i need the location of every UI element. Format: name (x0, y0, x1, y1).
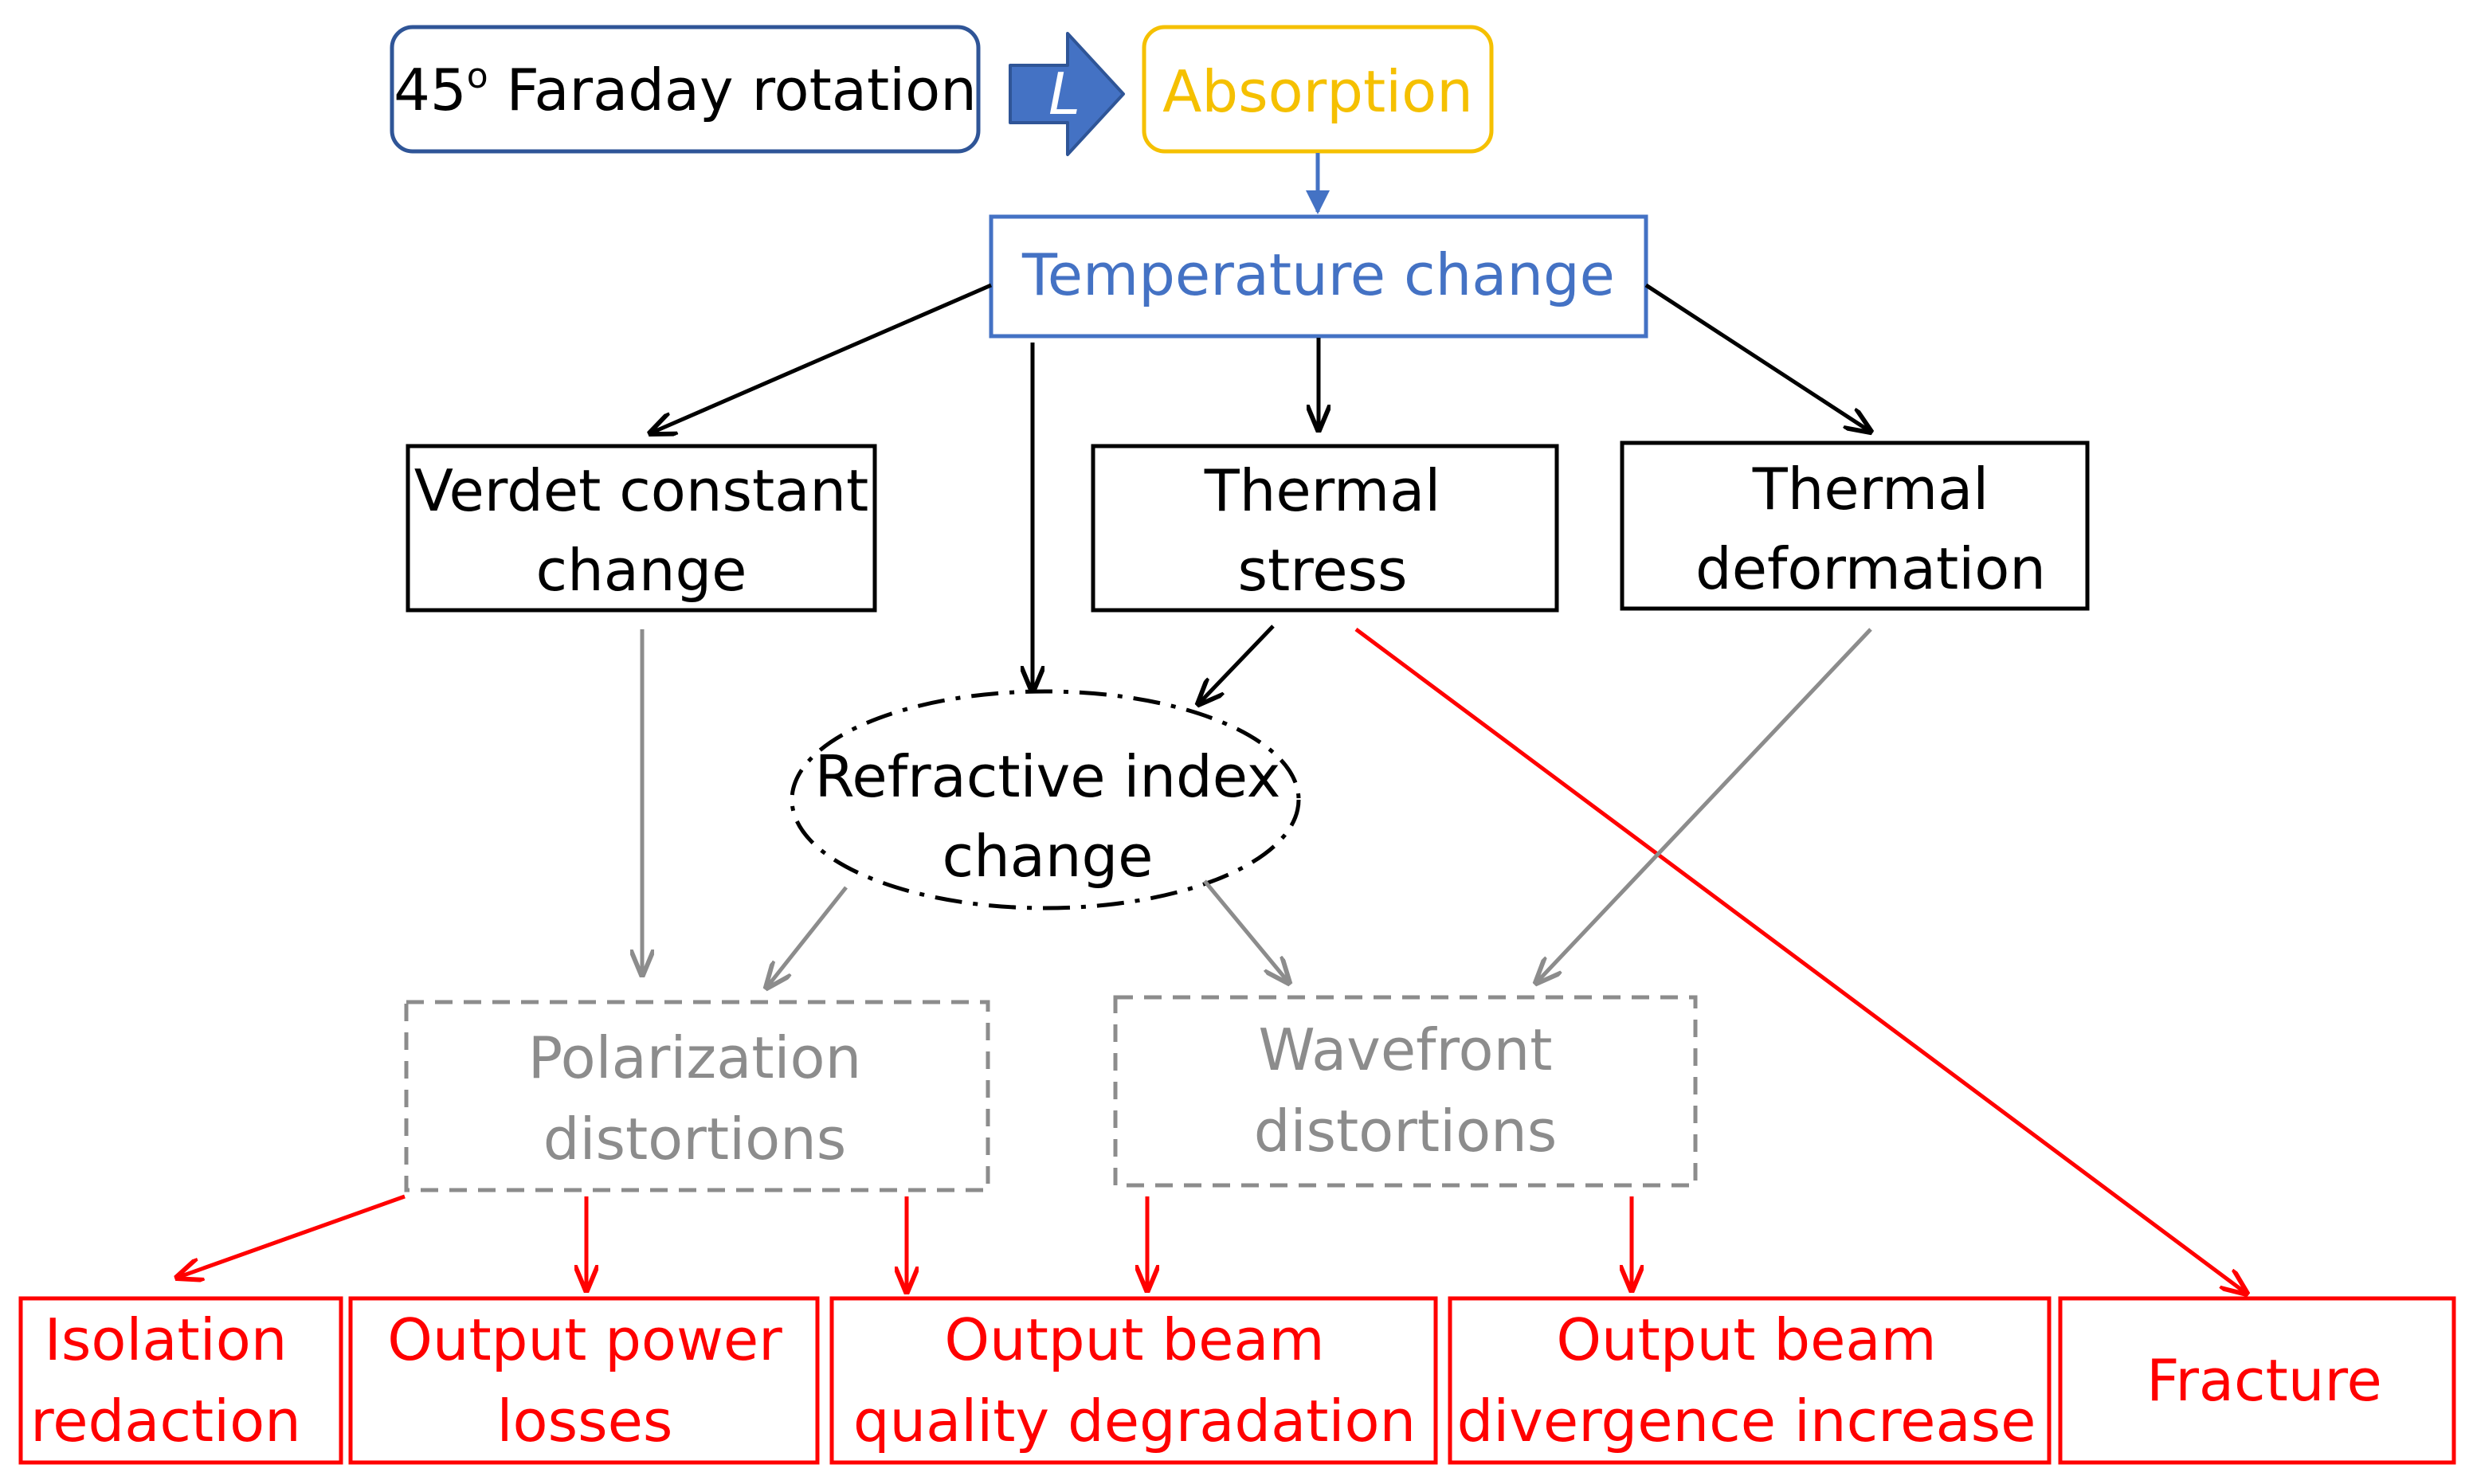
output-power-losses-line1: Output power (387, 1306, 782, 1373)
wavefront-distortions-line2: distortions (1254, 1098, 1558, 1165)
output-beam-divergence-line2: divergence increase (1457, 1388, 2036, 1455)
thermal-stress-line2: stress (1237, 537, 1407, 604)
thermal-deformation-node: Thermal deformation (1620, 441, 2090, 611)
wavefront-distortions-node: Wavefront distortions (1113, 995, 1698, 1188)
polarization-distortions-line1: Polarization (528, 1024, 861, 1091)
output-beam-divergence-node: Output beam divergence increase (1448, 1296, 2052, 1465)
arrow-polarization-to-isolation (177, 1194, 406, 1278)
faraday-rotation-label: 45o Faraday rotation (394, 56, 977, 123)
verdet-constant-line2: change (536, 537, 747, 604)
arrow-temperature-to-verdet (650, 283, 992, 433)
isolation-reduction-node: Isolation redaction (18, 1296, 343, 1465)
output-power-losses-node: Output power losses (348, 1296, 820, 1465)
arrow-refractive-to-polarization (766, 886, 848, 988)
wavefront-distortions-line1: Wavefront (1259, 1016, 1553, 1083)
verdet-constant-node: Verdet constant change (406, 444, 877, 613)
arrow-refractive-to-wavefront (1203, 879, 1289, 983)
temperature-change-node: Temperature change (989, 214, 1648, 339)
output-power-losses-line2: losses (497, 1388, 673, 1455)
l-connector-label: L (1048, 61, 1080, 127)
temperature-change-label: Temperature change (1021, 241, 1615, 308)
refractive-index-node: Refractive index change (790, 689, 1301, 910)
l-connector-arrow: L (1009, 32, 1125, 156)
arrow-stress-to-refractive (1198, 625, 1275, 704)
output-beam-quality-line2: quality degradation (853, 1388, 1416, 1455)
output-beam-quality-node: Output beam quality degradation (829, 1296, 1438, 1465)
fracture-node: Fracture (2058, 1296, 2456, 1465)
arrow-stress-to-fracture (1354, 627, 2247, 1294)
arrow-temperature-to-deformation (1644, 283, 1871, 432)
polarization-distortions-line2: distortions (543, 1106, 847, 1173)
polarization-distortions-node: Polarization distortions (404, 1000, 990, 1192)
isolation-reduction-line2: redaction (30, 1388, 301, 1455)
output-beam-quality-line1: Output beam (944, 1306, 1324, 1373)
refractive-index-line2: change (943, 823, 1154, 890)
absorption-node: Absorption (1142, 25, 1494, 154)
refractive-index-line1: Refractive index (815, 743, 1281, 810)
output-beam-divergence-line1: Output beam (1556, 1306, 1936, 1373)
verdet-constant-line1: Verdet constant (414, 457, 868, 524)
absorption-label: Absorption (1162, 58, 1473, 125)
thermal-deformation-line2: deformation (1695, 535, 2046, 602)
thermal-deformation-line1: Thermal (1752, 456, 1989, 523)
arrow-deformation-to-wavefront (1536, 628, 1872, 983)
isolation-reduction-line1: Isolation (45, 1306, 288, 1373)
thermal-stress-node: Thermal stress (1091, 444, 1559, 613)
thermal-stress-line1: Thermal (1204, 457, 1441, 524)
faraday-rotation-node: 45o Faraday rotation (390, 25, 981, 154)
fracture-label: Fracture (2146, 1347, 2382, 1414)
